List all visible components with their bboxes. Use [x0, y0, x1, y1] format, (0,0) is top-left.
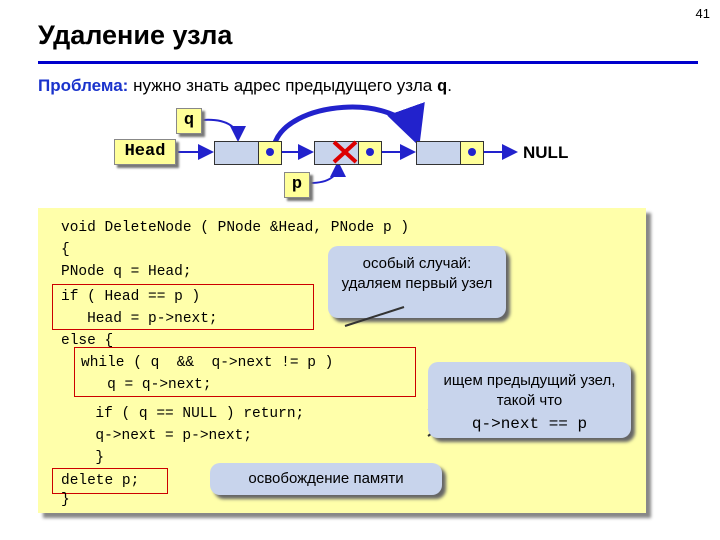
q-arrow [201, 118, 246, 142]
head-case-frame [52, 284, 314, 330]
node1-next [258, 141, 282, 165]
code-line-10: q->next = p->next; [78, 428, 253, 444]
node1-data [214, 141, 260, 165]
code-line-13: } [61, 492, 70, 508]
null-label: NULL [523, 143, 569, 162]
problem-statement: Проблема: нужно знать адрес предыдущего … [38, 76, 452, 97]
code-line-4: if ( Head == p ) [61, 289, 201, 305]
code-panel: void DeleteNode ( PNode &Head, PNode p )… [38, 208, 646, 513]
q-label-box: q [176, 108, 202, 134]
code-line-9: if ( q == NULL ) return; [78, 406, 305, 422]
title-underline [38, 61, 698, 64]
head-label-box: Head [114, 139, 176, 165]
node3-data [416, 141, 462, 165]
problem-period: . [447, 76, 452, 95]
node3-next [460, 141, 484, 165]
delete-frame [52, 468, 168, 494]
code-line-5: Head = p->next; [61, 311, 218, 327]
p-arrow [309, 161, 346, 184]
special-case-callout: особый случай: удаляем первый узел [328, 246, 506, 318]
slide-title: Удаление узла [38, 20, 233, 50]
find-prev-code: q->next == p [471, 415, 588, 433]
bypass-arrow [271, 102, 425, 147]
problem-variable: q [436, 78, 448, 97]
free-memory-text: освобождение памяти [248, 470, 404, 487]
problem-label: Проблема: [38, 76, 129, 95]
code-line-11: } [78, 450, 105, 466]
code-line-2: { [61, 242, 70, 258]
code-line-8: q = q->next; [81, 377, 212, 393]
problem-text: нужно знать адрес предыдущего узла [128, 76, 437, 95]
code-line-1: void DeleteNode ( PNode &Head, PNode p ) [61, 220, 410, 236]
find-prev-text: ищем предыдущий узел, такой что [443, 372, 616, 409]
code-line-3: PNode q = Head; [61, 264, 192, 280]
slide-number: 41 [695, 6, 710, 21]
while-loop-frame [74, 347, 416, 397]
code-line-6: else { [61, 333, 114, 349]
p-label-box: p [284, 172, 310, 198]
find-prev-callout: ищем предыдущий узел, такой что q->next … [428, 362, 631, 438]
special-case-text: особый случай: удаляем первый узел [341, 255, 493, 292]
code-line-7: while ( q && q->next != p ) [81, 355, 334, 371]
free-memory-callout: освобождение памяти [210, 463, 442, 495]
code-line-12: delete p; [61, 473, 140, 489]
arrow-overlay [266, 140, 476, 164]
